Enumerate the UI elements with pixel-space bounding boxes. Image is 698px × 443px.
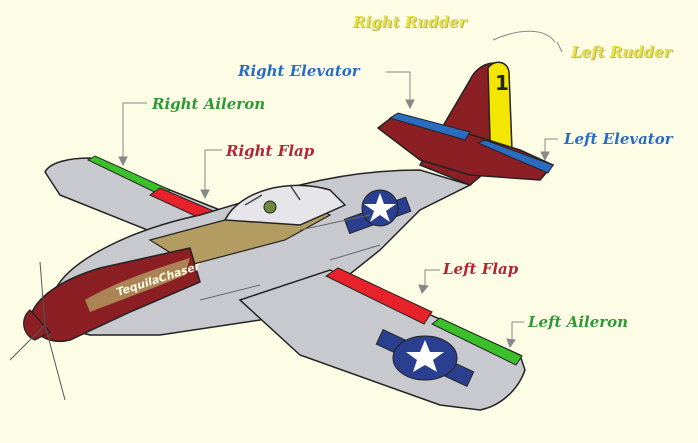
left-aileron: [431, 317, 523, 366]
left-flap: [324, 267, 433, 325]
leader-left-rudder: [556, 41, 563, 53]
pilot: [263, 200, 277, 214]
fuselage-panel-lines: [199, 214, 381, 301]
leader-right-flap: [204, 149, 222, 193]
leader-left-aileron: [511, 321, 524, 342]
label-right-elevator: Right Elevator: [238, 62, 360, 80]
leader-right-rudder: [492, 30, 556, 43]
label-right-flap: Right Flap: [226, 142, 315, 160]
nose-flame: [85, 258, 190, 312]
right-elevator: [388, 112, 471, 141]
canopy-frame: [244, 184, 301, 206]
wing-star: [406, 340, 444, 372]
leader-left-elevator: [544, 138, 558, 155]
label-left-aileron: Left Aileron: [528, 313, 629, 331]
leader-right-elevator: [386, 71, 411, 103]
leader-left-flap: [424, 269, 440, 289]
label-right-aileron: Right Aileron: [152, 95, 266, 113]
fuselage-star: [364, 193, 396, 222]
leader-right-aileron: [122, 102, 147, 160]
label-left-elevator: Left Elevator: [564, 130, 673, 148]
spinner: [23, 309, 51, 341]
propeller: [9, 261, 66, 401]
right-aileron: [86, 155, 171, 197]
canopy: [223, 184, 347, 226]
label-right-rudder: Right Rudder: [353, 13, 467, 31]
label-left-flap: Left Flap: [443, 260, 519, 278]
svg-text:1: 1: [495, 71, 509, 95]
left-elevator: [476, 139, 554, 174]
label-left-rudder: Left Rudder: [571, 43, 672, 61]
